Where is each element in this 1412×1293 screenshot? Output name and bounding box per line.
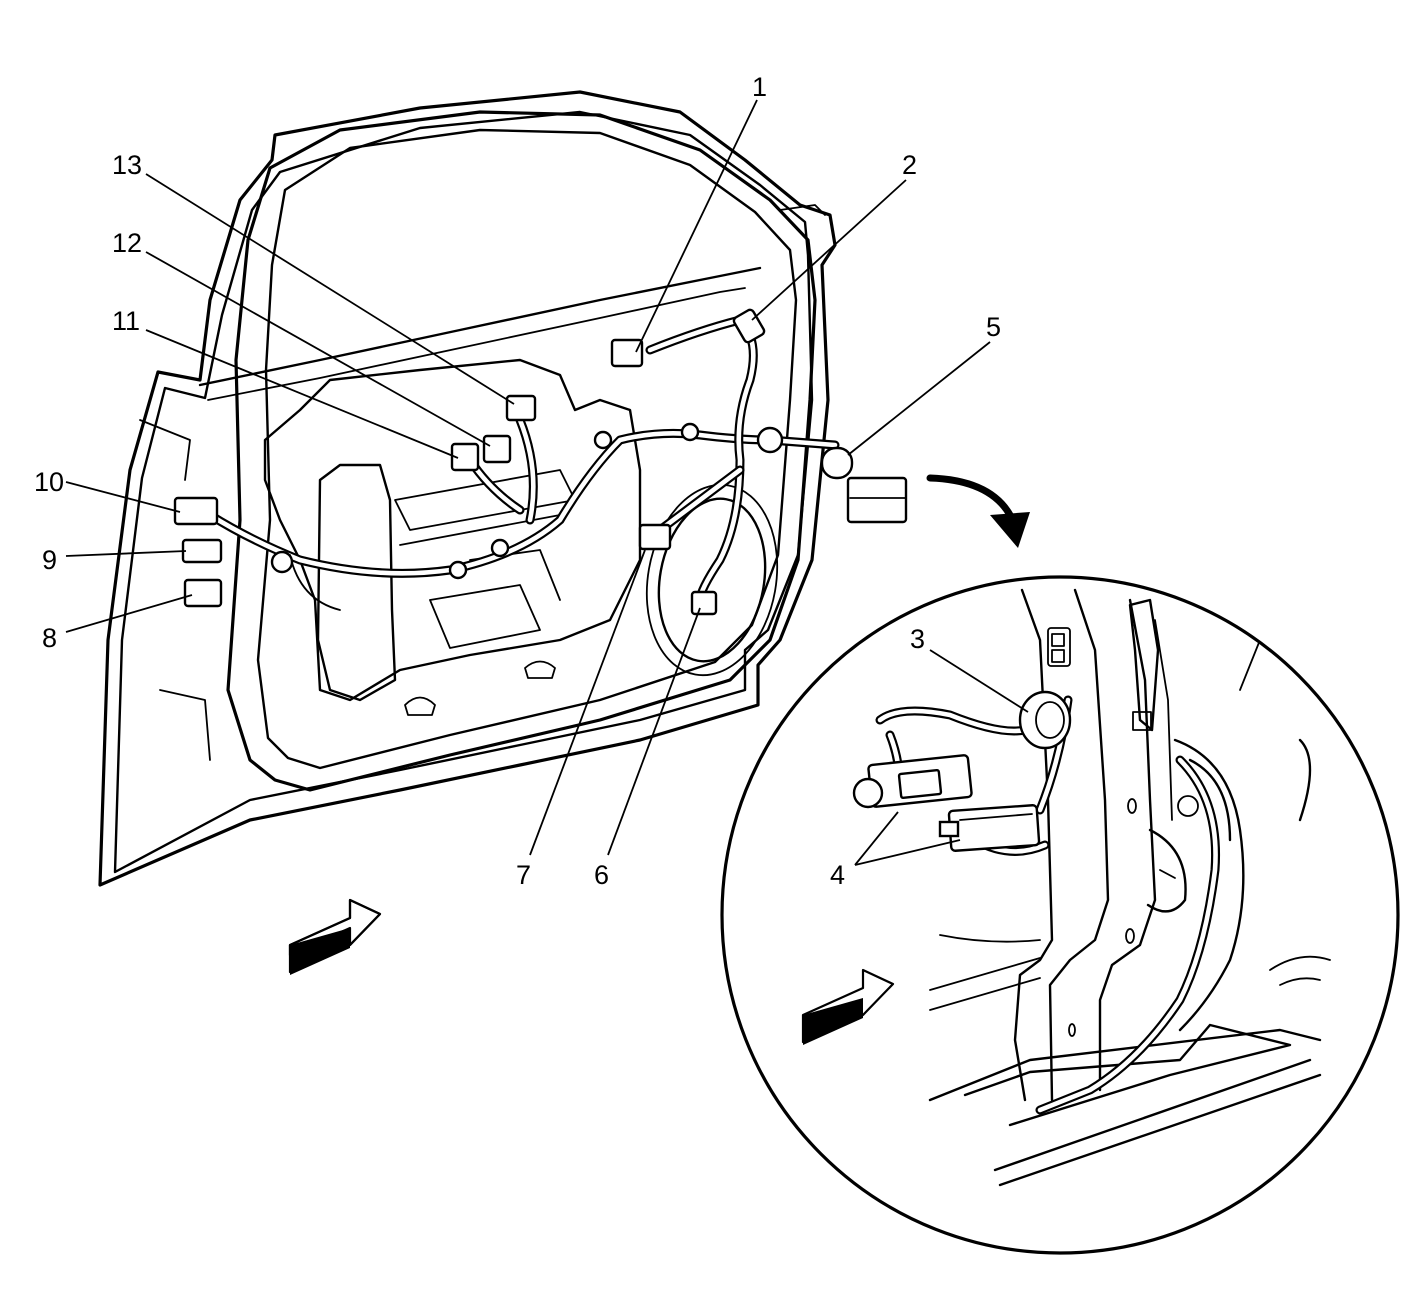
inset-detail-view bbox=[720, 575, 1400, 1255]
harness-clip bbox=[270, 550, 294, 574]
callout-13: 13 bbox=[112, 150, 142, 180]
connectors bbox=[173, 308, 908, 616]
leader-11 bbox=[145, 329, 459, 459]
connector-4 bbox=[947, 804, 1041, 852]
harness-clip bbox=[756, 426, 784, 454]
door-inner-shell bbox=[113, 110, 814, 874]
detail-pointer-arrow-icon bbox=[926, 474, 1030, 548]
connector-1 bbox=[610, 338, 644, 368]
callout-9: 9 bbox=[42, 545, 57, 575]
connector-7 bbox=[638, 523, 672, 551]
harness-clip bbox=[448, 560, 468, 580]
callout-6: 6 bbox=[594, 860, 609, 890]
callout-8: 8 bbox=[42, 623, 57, 653]
connector-13 bbox=[505, 394, 537, 422]
speaker-opening bbox=[657, 497, 767, 663]
callout-4: 4 bbox=[830, 860, 845, 890]
hinge-side-detail bbox=[139, 419, 191, 481]
mirror-mount-detail bbox=[779, 204, 826, 216]
window-frame-inner bbox=[256, 128, 798, 770]
callout-7: 7 bbox=[516, 860, 531, 890]
leader-3 bbox=[929, 649, 1029, 713]
connector-9 bbox=[181, 538, 223, 564]
callout-labels: 1 2 3 4 5 6 7 8 9 10 11 12 13 bbox=[34, 72, 1001, 890]
connector-12 bbox=[482, 434, 512, 464]
view-direction-arrow-icon bbox=[801, 968, 895, 1045]
leader-8 bbox=[65, 594, 193, 633]
inset-border bbox=[720, 575, 1400, 1255]
harness-clip bbox=[680, 422, 700, 442]
connector-5-grommet bbox=[820, 446, 854, 480]
lower-cavity-rib bbox=[429, 584, 541, 649]
door-assembly bbox=[98, 90, 837, 887]
leader-6 bbox=[607, 607, 701, 856]
connector-6 bbox=[690, 590, 718, 616]
leader-12 bbox=[145, 251, 491, 447]
belt-line bbox=[198, 266, 762, 387]
connector-2 bbox=[732, 308, 766, 344]
window-frame-outer bbox=[226, 110, 817, 792]
leader-5 bbox=[847, 341, 991, 456]
callout-10: 10 bbox=[34, 467, 64, 497]
door-outer-shell bbox=[98, 90, 837, 887]
callout-12: 12 bbox=[112, 228, 142, 258]
leader-9 bbox=[65, 550, 187, 557]
belt-line-lower bbox=[207, 287, 746, 401]
panel-clip bbox=[404, 696, 436, 716]
callout-3: 3 bbox=[910, 624, 925, 654]
callout-1: 1 bbox=[752, 72, 767, 102]
leader-4b bbox=[854, 839, 961, 866]
access-hole bbox=[316, 463, 397, 702]
view-direction-arrow-icon bbox=[288, 898, 382, 975]
leader-1 bbox=[635, 99, 758, 353]
grommet-3 bbox=[1018, 690, 1072, 750]
harness-clip bbox=[593, 430, 613, 450]
callout-leaders bbox=[65, 99, 1029, 866]
leader-13 bbox=[145, 173, 515, 405]
connector-11 bbox=[450, 442, 480, 472]
harness-clip bbox=[490, 538, 510, 558]
leader-4a bbox=[854, 811, 899, 866]
leader-2 bbox=[751, 179, 907, 321]
inner-panel-cavity bbox=[263, 358, 642, 702]
connector-8 bbox=[183, 578, 223, 608]
speaker-opening-rim bbox=[645, 483, 779, 677]
connector-5 bbox=[846, 476, 908, 524]
callout-11: 11 bbox=[112, 306, 140, 336]
callout-2: 2 bbox=[902, 150, 917, 180]
callout-5: 5 bbox=[986, 312, 1001, 342]
leader-7 bbox=[529, 549, 646, 856]
panel-clip bbox=[524, 660, 556, 679]
connector-10 bbox=[173, 496, 219, 526]
leader-10 bbox=[65, 481, 181, 513]
hinge-side-detail bbox=[159, 689, 211, 761]
